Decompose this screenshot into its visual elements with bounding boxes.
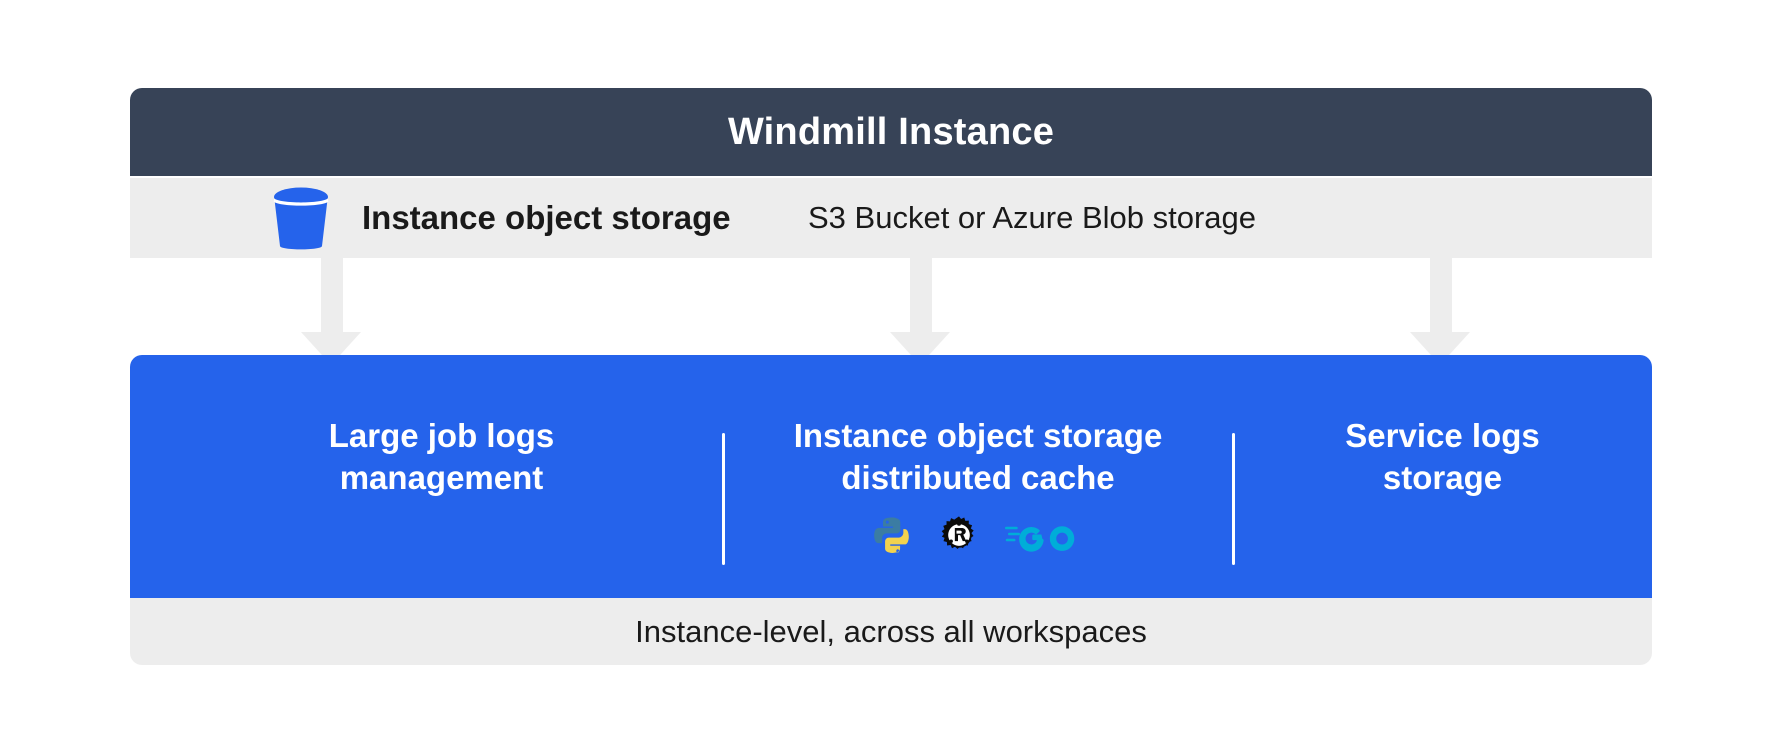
arrow-stem: [321, 258, 343, 332]
footer-caption: Instance-level, across all workspaces: [635, 613, 1147, 649]
feature-service-logs-storage: Service logs storage: [1233, 355, 1652, 598]
instance-object-storage-label: Instance object storage: [362, 199, 731, 236]
arrow-to-large-job-logs: [301, 258, 361, 365]
feature-title: Service logs storage: [1345, 417, 1540, 497]
page-title: Windmill Instance: [727, 111, 1055, 153]
footer-bar: Instance-level, across all workspaces: [130, 598, 1652, 665]
python-icon: [873, 515, 913, 560]
windmill-instance-card: Windmill Instance Instance object storag…: [130, 88, 1652, 665]
connector-area: [130, 258, 1652, 365]
instance-object-storage-description: S3 Bucket or Azure Blob storage: [808, 200, 1257, 235]
feature-instance-object-storage-distributed-cache: Instance object storage distributed cach…: [723, 355, 1233, 598]
arrow-to-distributed-cache: [890, 258, 950, 365]
features-panel: Large job logs management Instance objec…: [130, 355, 1652, 598]
language-logos: [873, 515, 1083, 560]
go-icon: [1005, 516, 1083, 559]
arrow-to-service-logs: [1410, 258, 1470, 365]
rust-icon: [939, 515, 979, 560]
s3-bucket-icon: [270, 184, 332, 252]
arrow-stem: [1430, 258, 1452, 332]
column-divider: [1232, 433, 1235, 565]
column-divider: [722, 433, 725, 565]
arrow-stem: [910, 258, 932, 332]
feature-title: Instance object storage distributed cach…: [793, 417, 1163, 497]
feature-title: Large job logs management: [328, 417, 555, 497]
feature-large-job-logs-management: Large job logs management: [160, 355, 723, 598]
header-bar: Windmill Instance: [130, 88, 1652, 176]
instance-object-storage-row: Instance object storage S3 Bucket or Azu…: [130, 178, 1652, 258]
